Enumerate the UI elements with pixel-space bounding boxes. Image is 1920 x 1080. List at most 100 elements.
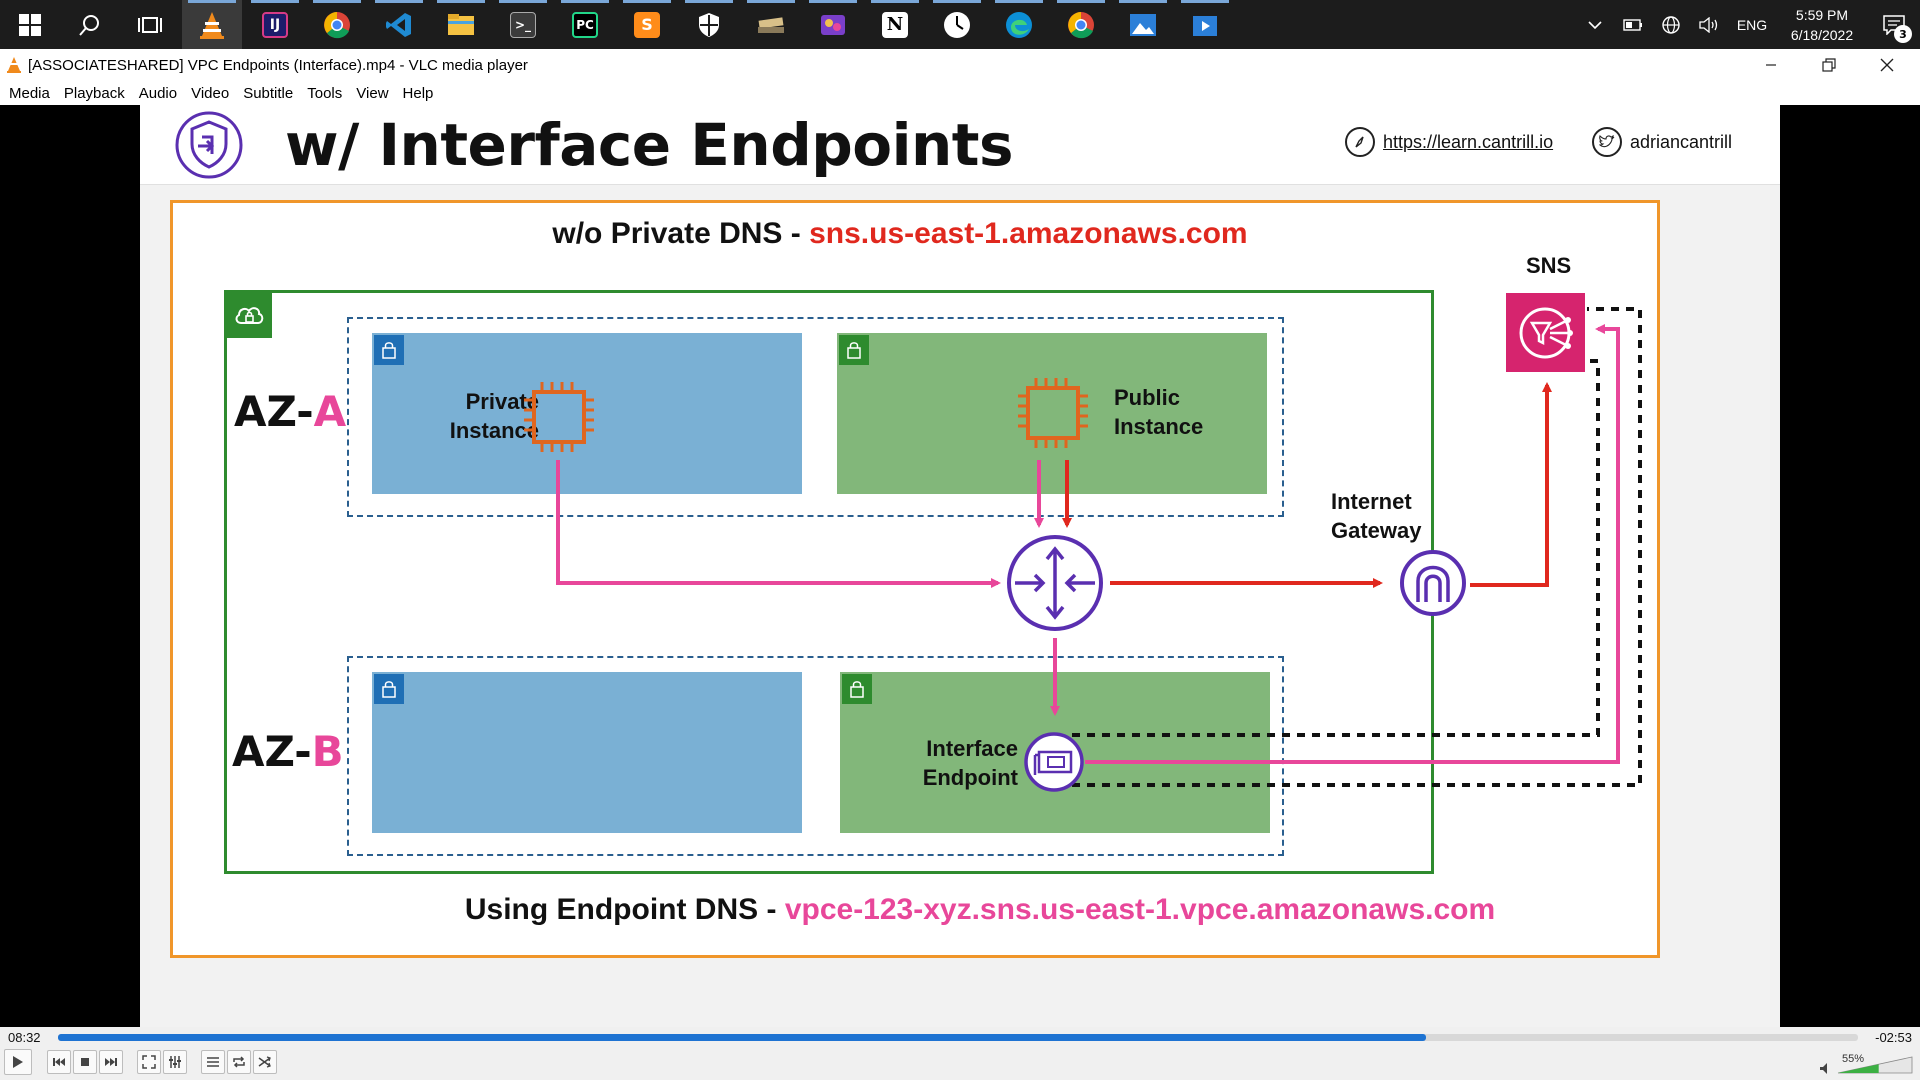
- public-subnet-lock-icon: [839, 335, 869, 365]
- az-a-prefix: AZ-: [234, 387, 314, 436]
- playlist-button[interactable]: [201, 1050, 225, 1074]
- windows-start-icon[interactable]: [0, 0, 60, 49]
- intellij-icon[interactable]: IJ: [245, 0, 305, 49]
- public-instance-line-2: Instance: [1114, 414, 1204, 439]
- sublime-text-icon[interactable]: S: [617, 0, 677, 49]
- window-title: [ASSOCIATESHARED] VPC Endpoints (Interfa…: [28, 56, 528, 74]
- menu-tools[interactable]: Tools: [307, 84, 343, 102]
- private-dns-prefix: w/o Private DNS -: [552, 217, 810, 250]
- twitter-handle[interactable]: adriancantrill: [1592, 127, 1732, 157]
- menu-bar: Media Playback Audio Video Subtitle Tool…: [0, 81, 1920, 105]
- loop-button[interactable]: [227, 1050, 251, 1074]
- public-subnet-az-a: [837, 333, 1267, 494]
- taskbar-clock[interactable]: 5:59 PM 6/18/2022: [1776, 5, 1868, 45]
- chevron-up-icon[interactable]: [1576, 0, 1614, 49]
- private-dns-caption: w/o Private DNS - sns.us-east-1.amazonaw…: [140, 217, 1660, 251]
- volume-percent: 55%: [1842, 1053, 1865, 1065]
- vlc-icon[interactable]: [182, 0, 242, 49]
- az-b-prefix: AZ-: [232, 727, 312, 776]
- volume-slider[interactable]: 55%: [1820, 1053, 1915, 1075]
- file-explorer-icon[interactable]: [431, 0, 491, 49]
- private-subnet-az-a: [372, 333, 802, 494]
- menu-playback[interactable]: Playback: [63, 84, 125, 102]
- internet-gateway-line-2: Gateway: [1331, 518, 1422, 543]
- endpoint-shield-logo-icon: [174, 110, 244, 185]
- private-subnet-lock-icon: [374, 335, 404, 365]
- menu-audio[interactable]: Audio: [138, 84, 178, 102]
- interface-endpoint-label: Interface Endpoint: [904, 734, 1018, 792]
- photos-icon[interactable]: [1113, 0, 1173, 49]
- menu-help[interactable]: Help: [402, 84, 434, 102]
- endpoint-dns-prefix: Using Endpoint DNS -: [464, 893, 785, 926]
- security-shield-icon[interactable]: [679, 0, 739, 49]
- language-indicator[interactable]: ENG: [1736, 16, 1768, 33]
- pink-arrow-endpoint-to-sns: [1085, 324, 1620, 764]
- minimize-button[interactable]: [1742, 49, 1800, 81]
- internet-gateway-label: Internet Gateway: [1331, 487, 1422, 545]
- slide: w/ Interface Endpoints https://learn.can…: [140, 105, 1780, 1027]
- network-globe-icon[interactable]: [1652, 0, 1690, 49]
- endpoint-dns-caption: Using Endpoint DNS - vpce-123-xyz.sns.us…: [140, 893, 1820, 927]
- slide-header: w/ Interface Endpoints https://learn.can…: [140, 105, 1780, 185]
- endpoint-dns-hostname: vpce-123-xyz.sns.us-east-1.vpce.amazonaw…: [784, 893, 1496, 926]
- public-instance-line-1: Public: [1114, 385, 1181, 410]
- vlc-app-icon: [0, 49, 28, 81]
- speaker-icon[interactable]: [1690, 0, 1728, 49]
- notion-icon[interactable]: N: [865, 0, 925, 49]
- public-subnet-b-lock-icon: [842, 674, 872, 704]
- video-editor-icon[interactable]: [1175, 0, 1235, 49]
- notification-center-icon[interactable]: 3: [1868, 0, 1920, 49]
- next-button[interactable]: [99, 1050, 123, 1074]
- terminal-icon[interactable]: >_: [493, 0, 553, 49]
- menu-video[interactable]: Video: [191, 84, 230, 102]
- az-a-letter: A: [313, 387, 347, 436]
- pink-arrow-private-to-router: [556, 460, 1001, 588]
- edge-icon[interactable]: [989, 0, 1049, 49]
- remaining-time: -02:53: [1875, 1030, 1912, 1045]
- extended-settings-button[interactable]: [163, 1050, 187, 1074]
- media-app-icon[interactable]: [803, 0, 863, 49]
- private-dns-hostname: sns.us-east-1.amazonaws.com: [809, 217, 1248, 250]
- search-icon[interactable]: [60, 0, 120, 49]
- task-view-icon[interactable]: [120, 0, 180, 49]
- fullscreen-button[interactable]: [137, 1050, 161, 1074]
- previous-button[interactable]: [47, 1050, 71, 1074]
- az-a-label: AZ-A: [234, 387, 346, 436]
- menu-subtitle[interactable]: Subtitle: [243, 84, 294, 102]
- notification-count-badge: 3: [1894, 25, 1912, 43]
- chrome-profile-icon[interactable]: [1051, 0, 1111, 49]
- battery-icon[interactable]: [1614, 0, 1652, 49]
- red-arrow-igw-to-sns: [1470, 382, 1552, 587]
- player-controls: 08:32 -02:53 55%: [0, 1027, 1920, 1080]
- windows-taskbar: IJ >_ PC S N: [0, 0, 1920, 49]
- sns-service-icon: [1506, 293, 1585, 372]
- seek-bar[interactable]: [58, 1034, 1858, 1041]
- internet-gateway-icon: [1400, 550, 1466, 616]
- private-subnet-az-b: [372, 672, 802, 833]
- az-b-dashed-boundary: [347, 656, 1284, 856]
- public-ec2-instance-icon: [1018, 378, 1088, 448]
- vscode-icon[interactable]: [369, 0, 429, 49]
- window-titlebar: [ASSOCIATESHARED] VPC Endpoints (Interfa…: [0, 49, 1920, 81]
- compass-icon: [1345, 127, 1375, 157]
- private-ec2-instance-icon: [524, 382, 594, 452]
- play-button[interactable]: [4, 1049, 32, 1075]
- chrome-icon[interactable]: [307, 0, 367, 49]
- clock-app-icon[interactable]: [927, 0, 987, 49]
- app-icon[interactable]: [741, 0, 801, 49]
- close-button[interactable]: [1858, 49, 1916, 81]
- menu-media[interactable]: Media: [9, 84, 50, 102]
- course-link[interactable]: https://learn.cantrill.io: [1345, 127, 1553, 157]
- video-surface[interactable]: w/ Interface Endpoints https://learn.can…: [0, 105, 1920, 1027]
- az-b-label: AZ-B: [232, 727, 344, 776]
- menu-view[interactable]: View: [356, 84, 389, 102]
- private-subnet-b-lock-icon: [374, 674, 404, 704]
- stop-button[interactable]: [73, 1050, 97, 1074]
- elapsed-time: 08:32: [8, 1030, 41, 1045]
- restore-button[interactable]: [1800, 49, 1858, 81]
- course-url[interactable]: https://learn.cantrill.io: [1383, 131, 1554, 152]
- system-tray: ENG 5:59 PM 6/18/2022 3: [1576, 0, 1920, 49]
- pycharm-icon[interactable]: PC: [555, 0, 615, 49]
- public-instance-label: Public Instance: [1114, 383, 1203, 441]
- shuffle-button[interactable]: [253, 1050, 277, 1074]
